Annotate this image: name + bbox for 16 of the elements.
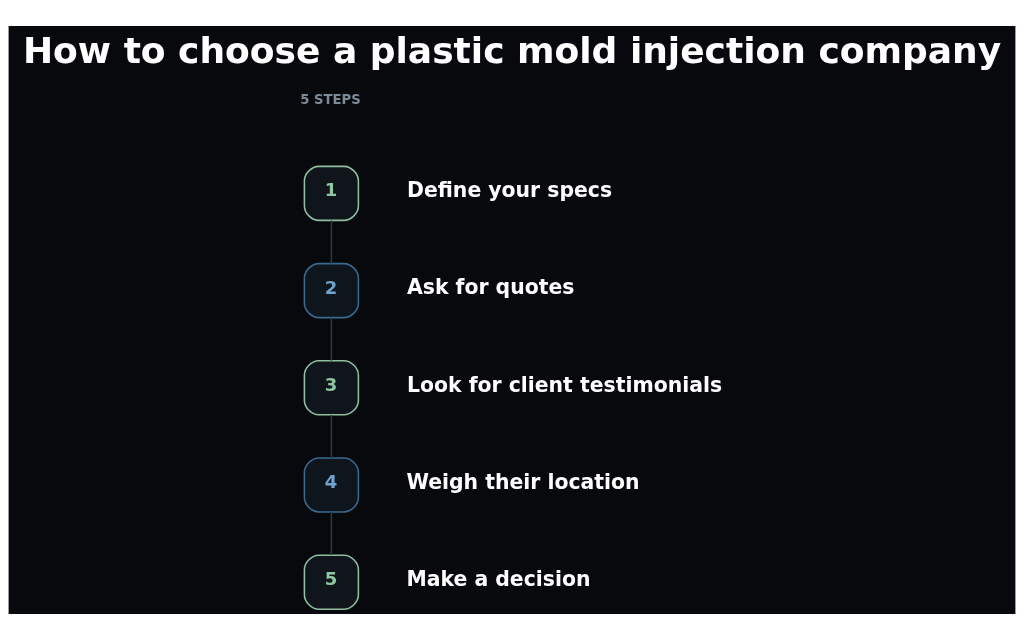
node-box: 2 bbox=[303, 262, 360, 319]
label: 5 STEPS bbox=[300, 91, 361, 107]
node-label: Make a decision bbox=[406, 566, 591, 591]
node-label: Weigh their location bbox=[406, 469, 640, 494]
node-label: Define your specs bbox=[407, 178, 613, 203]
node-label: Ask for quotes bbox=[407, 275, 575, 300]
node-box: 5 bbox=[303, 554, 360, 610]
node-box: 3 bbox=[303, 360, 360, 416]
diagram-title: How to choose a plastic mold injection company bbox=[23, 30, 1002, 72]
connector bbox=[330, 219, 333, 265]
connector bbox=[330, 414, 333, 459]
node-label: Look for client testimonials bbox=[407, 372, 723, 397]
connector bbox=[330, 511, 333, 556]
node-box: 4 bbox=[303, 457, 360, 513]
connector bbox=[330, 317, 333, 362]
node-box: 1 bbox=[303, 165, 360, 222]
